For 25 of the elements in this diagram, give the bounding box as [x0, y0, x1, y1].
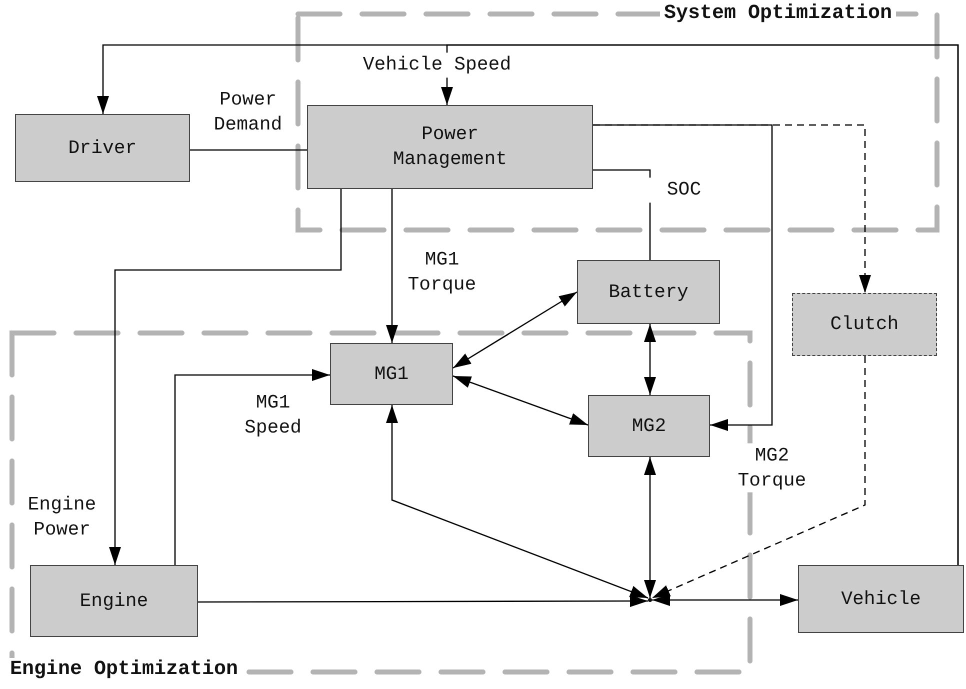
arrow	[441, 44, 959, 565]
arrow	[109, 189, 342, 565]
arrow	[386, 189, 398, 343]
arrow	[386, 405, 648, 599]
process-box: MG1	[330, 343, 453, 405]
process-box: MG2	[588, 395, 710, 457]
arrow	[452, 375, 588, 426]
arrow	[644, 457, 656, 598]
arrow	[198, 595, 648, 608]
junction-point	[648, 598, 652, 602]
process-box: Engine	[30, 565, 198, 637]
region-title: System Optimization	[660, 2, 896, 25]
process-box: Power Management	[307, 105, 593, 189]
process-box: Clutch	[792, 293, 937, 356]
arrow	[593, 124, 773, 431]
process-box: Driver	[15, 114, 190, 182]
dashed-arrow	[652, 356, 866, 599]
arrow	[174, 369, 330, 565]
process-box: Vehicle	[798, 565, 964, 633]
process-box: Battery	[577, 260, 720, 324]
connector-line	[190, 149, 307, 151]
arrow	[652, 594, 798, 606]
edge-label: Vehicle Speed	[362, 52, 512, 78]
arrow	[644, 324, 656, 395]
arrow	[452, 291, 578, 369]
